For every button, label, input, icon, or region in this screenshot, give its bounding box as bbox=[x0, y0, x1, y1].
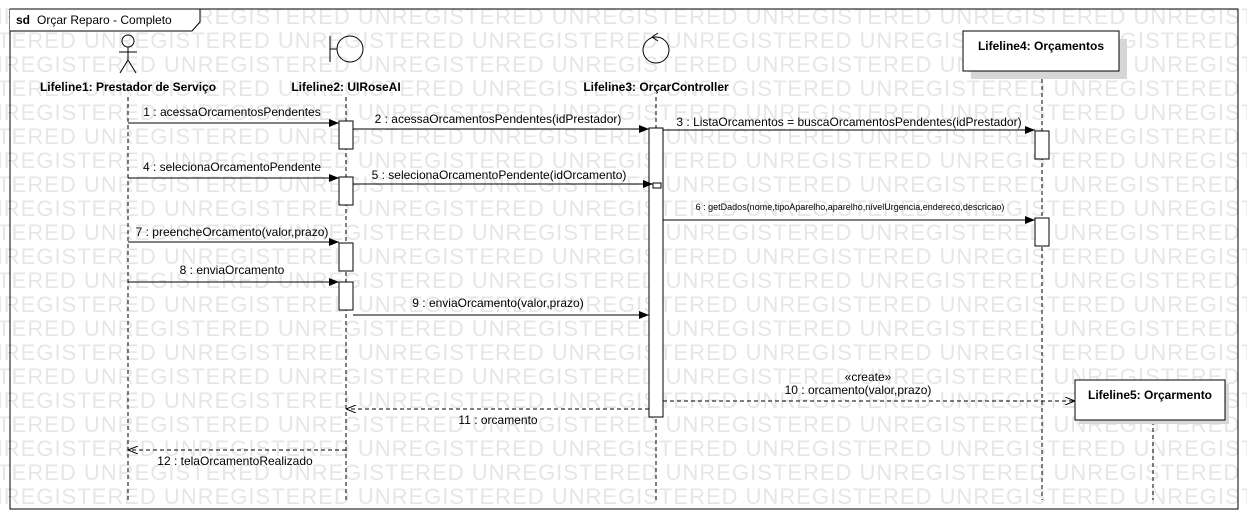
frame-tab bbox=[10, 8, 201, 32]
message-4-label: 4 : selecionaOrcamentoPendente bbox=[143, 160, 321, 174]
message-1-label: 1 : acessaOrcamentosPendentes bbox=[143, 105, 320, 119]
frame-border bbox=[9, 8, 1239, 510]
message-2-label: 2 : acessaOrcamentosPendentes(idPrestado… bbox=[375, 112, 622, 126]
frame-keyword: sd bbox=[16, 13, 30, 27]
activation-bars bbox=[338, 120, 1050, 418]
lifeline3-label: Lifeline3: OrçarController bbox=[583, 80, 729, 94]
boundary-icon bbox=[329, 35, 364, 63]
lifeline4-label: Lifeline4: Orçamentos bbox=[978, 39, 1104, 53]
message-10-stereotype: «create» bbox=[845, 370, 892, 384]
message-12-label: 12 : telaOrcamentoRealizado bbox=[157, 454, 313, 468]
frame-name: Orçar Reparo - Completo bbox=[37, 13, 172, 27]
actor-icon bbox=[119, 34, 137, 74]
message-7-label: 7 : preencheOrcamento(valor,prazo) bbox=[136, 225, 329, 239]
message-11-label: 11 : orcamento bbox=[458, 413, 537, 427]
message-6-label: 6 : getDados(nome,tipoAparelho,aparelho,… bbox=[696, 202, 1005, 212]
message-9-label: 9 : enviaOrcamento(valor,prazo) bbox=[412, 296, 583, 310]
lifeline2-label: Lifeline2: UIRoseAI bbox=[291, 80, 400, 94]
lifeline4-box bbox=[962, 30, 1120, 72]
message-arrows bbox=[128, 119, 1075, 450]
message-3-label: 3 : ListaOrcamentos = buscaOrcamentosPen… bbox=[676, 115, 1021, 129]
control-icon bbox=[642, 32, 670, 64]
lifeline1-label: Lifeline1: Prestador de Serviço bbox=[40, 80, 216, 94]
lifeline5-box bbox=[1074, 379, 1226, 421]
lifeline5-label: Lifeline5: Orçarmento bbox=[1088, 388, 1212, 402]
message-5-label: 5 : selecionaOrcamentoPendente(idOrcamen… bbox=[372, 168, 627, 182]
lifeline-lines bbox=[127, 72, 1154, 500]
message-8-label: 8 : enviaOrcamento bbox=[180, 263, 285, 277]
message-10-label: 10 : orcamento(valor,prazo) bbox=[785, 383, 932, 397]
